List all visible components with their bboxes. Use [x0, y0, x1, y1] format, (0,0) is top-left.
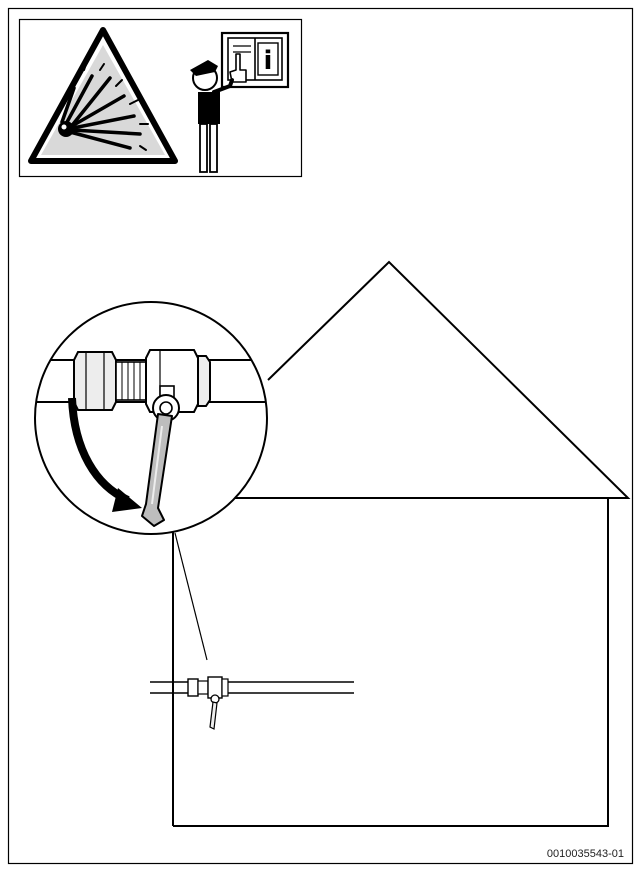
turn-arrow-head — [112, 488, 142, 512]
read-manual-icon: i — [190, 31, 290, 173]
explosion-warning-icon — [28, 27, 178, 164]
info-glyph: i — [264, 46, 273, 76]
valve-detail-view — [34, 301, 268, 535]
detail-leader-line — [174, 532, 208, 661]
page-frame — [7, 7, 634, 865]
warning-panel: i — [18, 18, 303, 178]
valve-handle-small — [209, 701, 218, 730]
document-code: 0010035543-01 — [547, 848, 624, 860]
gas-pipe — [150, 681, 354, 694]
gas-valve — [187, 676, 229, 730]
